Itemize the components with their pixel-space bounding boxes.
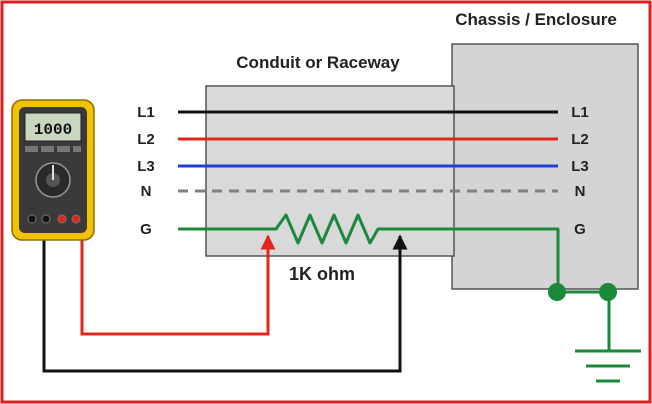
label-right-n: N — [575, 183, 586, 200]
multimeter-icon: 1000 — [11, 99, 95, 241]
black-probe-lead — [42, 232, 408, 373]
resistor-label: 1K ohm — [289, 264, 355, 284]
label-left-n: N — [141, 183, 152, 200]
earth-ground-icon — [575, 349, 641, 383]
label-right-l2: L2 — [571, 131, 589, 148]
ground-junction-left — [548, 283, 566, 301]
label-left-l2: L2 — [137, 131, 155, 148]
label-left-l1: L1 — [137, 104, 155, 121]
meter-display-reading: 1000 — [34, 121, 72, 139]
label-right-g: G — [574, 221, 586, 238]
red-probe-lead — [80, 232, 276, 336]
chassis-title: Chassis / Enclosure — [455, 10, 617, 29]
label-right-l1: L1 — [571, 104, 589, 121]
conduit-title: Conduit or Raceway — [236, 53, 400, 72]
label-left-l3: L3 — [137, 158, 155, 175]
wire-ground — [178, 213, 609, 294]
ground-junction-right — [599, 283, 617, 301]
label-left-g: G — [140, 221, 152, 238]
label-right-l3: L3 — [571, 158, 589, 175]
